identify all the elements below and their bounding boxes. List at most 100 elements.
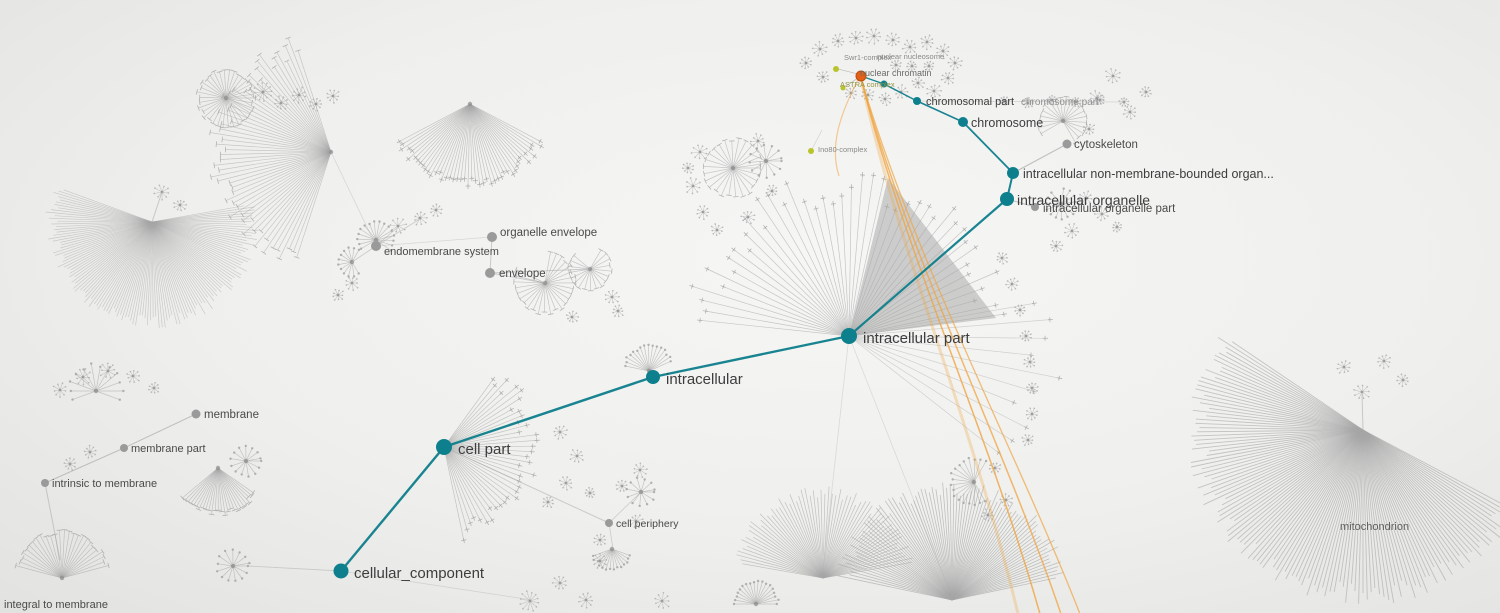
mini-cluster[interactable] bbox=[565, 310, 580, 323]
leaf-cluster[interactable] bbox=[68, 362, 125, 401]
mini-cluster[interactable] bbox=[1353, 384, 1370, 400]
mini-cluster[interactable] bbox=[1396, 373, 1409, 388]
mini-cluster[interactable] bbox=[1022, 96, 1034, 109]
leaf-cluster[interactable] bbox=[229, 444, 263, 478]
node-chromosomal-part[interactable] bbox=[913, 97, 921, 105]
mini-cluster[interactable] bbox=[1026, 382, 1039, 395]
leaf-cluster[interactable] bbox=[702, 137, 763, 198]
leaf-cluster[interactable] bbox=[732, 579, 780, 607]
mini-cluster[interactable] bbox=[696, 205, 710, 221]
complex-node[interactable] bbox=[808, 148, 814, 154]
mini-cluster[interactable] bbox=[988, 462, 1002, 475]
mini-cluster[interactable] bbox=[690, 144, 708, 160]
mini-cluster[interactable] bbox=[629, 514, 644, 529]
mini-cluster[interactable] bbox=[389, 217, 408, 234]
mini-cluster[interactable] bbox=[749, 132, 765, 150]
mini-cluster[interactable] bbox=[1093, 206, 1109, 222]
mini-cluster[interactable] bbox=[558, 476, 573, 491]
mini-cluster[interactable] bbox=[593, 552, 608, 569]
mini-cluster[interactable] bbox=[153, 184, 170, 201]
mini-cluster[interactable] bbox=[686, 177, 701, 195]
term-node[interactable] bbox=[1031, 203, 1039, 211]
leaf-cluster[interactable] bbox=[736, 486, 913, 579]
leaf-cluster[interactable] bbox=[180, 465, 256, 517]
mini-cluster[interactable] bbox=[940, 72, 955, 85]
mini-cluster[interactable] bbox=[906, 60, 917, 72]
leaf-cluster[interactable] bbox=[949, 456, 988, 507]
mini-cluster[interactable] bbox=[52, 382, 67, 398]
mini-cluster[interactable] bbox=[604, 289, 620, 304]
mini-cluster[interactable] bbox=[1070, 97, 1082, 108]
mini-cluster[interactable] bbox=[173, 199, 188, 212]
leaf-cluster[interactable] bbox=[441, 376, 540, 544]
mini-cluster[interactable] bbox=[831, 33, 845, 48]
mini-cluster[interactable] bbox=[1064, 223, 1080, 239]
mini-cluster[interactable] bbox=[947, 56, 963, 71]
mini-cluster[interactable] bbox=[999, 493, 1013, 507]
mini-cluster[interactable] bbox=[923, 60, 935, 71]
mini-cluster[interactable] bbox=[74, 368, 91, 386]
leaf-cluster[interactable] bbox=[1190, 337, 1500, 604]
mini-cluster[interactable] bbox=[740, 211, 756, 225]
term-node[interactable] bbox=[191, 409, 201, 419]
mini-cluster[interactable] bbox=[848, 30, 864, 45]
leaf-cluster[interactable] bbox=[195, 69, 256, 129]
term-node[interactable] bbox=[487, 232, 497, 242]
mini-cluster[interactable] bbox=[996, 252, 1008, 265]
mini-cluster[interactable] bbox=[865, 28, 882, 45]
mini-cluster[interactable] bbox=[253, 82, 273, 102]
mini-cluster[interactable] bbox=[1050, 240, 1064, 252]
mini-cluster[interactable] bbox=[308, 97, 322, 112]
mini-cluster[interactable] bbox=[148, 381, 160, 394]
leaf-cluster[interactable] bbox=[337, 246, 361, 278]
mini-cluster[interactable] bbox=[1025, 407, 1039, 421]
term-node[interactable] bbox=[1062, 139, 1072, 149]
mini-cluster[interactable] bbox=[612, 304, 624, 318]
mini-cluster[interactable] bbox=[83, 444, 97, 459]
node-intracellular[interactable] bbox=[646, 370, 660, 384]
node-cell-part[interactable] bbox=[436, 439, 452, 455]
term-node[interactable] bbox=[120, 444, 128, 452]
mini-cluster[interactable] bbox=[1046, 94, 1058, 106]
mini-cluster[interactable] bbox=[980, 508, 994, 522]
mini-cluster[interactable] bbox=[126, 370, 141, 383]
leaf-cluster[interactable] bbox=[45, 189, 259, 328]
mini-cluster[interactable] bbox=[1122, 105, 1137, 120]
mini-cluster[interactable] bbox=[414, 211, 428, 226]
mini-cluster[interactable] bbox=[1023, 355, 1036, 368]
mini-cluster[interactable] bbox=[551, 575, 567, 590]
mini-cluster[interactable] bbox=[542, 496, 554, 509]
mini-cluster[interactable] bbox=[63, 457, 76, 471]
leaf-cluster[interactable] bbox=[625, 476, 656, 508]
mini-cluster[interactable] bbox=[681, 162, 695, 174]
mini-cluster[interactable] bbox=[1014, 304, 1026, 317]
mini-cluster[interactable] bbox=[1377, 354, 1391, 369]
mini-cluster[interactable] bbox=[878, 92, 892, 107]
leaf-cluster[interactable] bbox=[689, 171, 1007, 339]
mini-cluster[interactable] bbox=[593, 533, 606, 546]
node-intracellular-part[interactable] bbox=[841, 328, 857, 344]
mini-cluster[interactable] bbox=[890, 59, 902, 72]
mini-cluster[interactable] bbox=[765, 184, 778, 197]
mini-cluster[interactable] bbox=[584, 486, 596, 498]
mini-cluster[interactable] bbox=[799, 56, 812, 70]
mini-cluster[interactable] bbox=[578, 592, 593, 609]
mini-cluster[interactable] bbox=[615, 479, 628, 492]
mini-cluster[interactable] bbox=[710, 223, 724, 237]
node-intracellular-organelle[interactable] bbox=[1000, 192, 1014, 206]
mini-cluster[interactable] bbox=[1105, 68, 1121, 84]
node-intracellular-nmb-organelle[interactable] bbox=[1007, 167, 1019, 179]
mini-cluster[interactable] bbox=[654, 591, 670, 609]
mini-cluster[interactable] bbox=[1019, 330, 1032, 342]
mini-cluster[interactable] bbox=[633, 462, 648, 478]
mini-cluster[interactable] bbox=[326, 89, 340, 104]
leaf-cluster[interactable] bbox=[396, 101, 544, 190]
mini-cluster[interactable] bbox=[1082, 123, 1095, 135]
mini-cluster[interactable] bbox=[998, 96, 1010, 106]
mini-cluster[interactable] bbox=[901, 39, 917, 54]
mini-cluster[interactable] bbox=[553, 425, 568, 440]
mini-cluster[interactable] bbox=[816, 71, 829, 83]
mini-cluster[interactable] bbox=[811, 40, 828, 57]
leaf-cluster[interactable] bbox=[1045, 187, 1078, 221]
mini-cluster[interactable] bbox=[1118, 97, 1130, 107]
